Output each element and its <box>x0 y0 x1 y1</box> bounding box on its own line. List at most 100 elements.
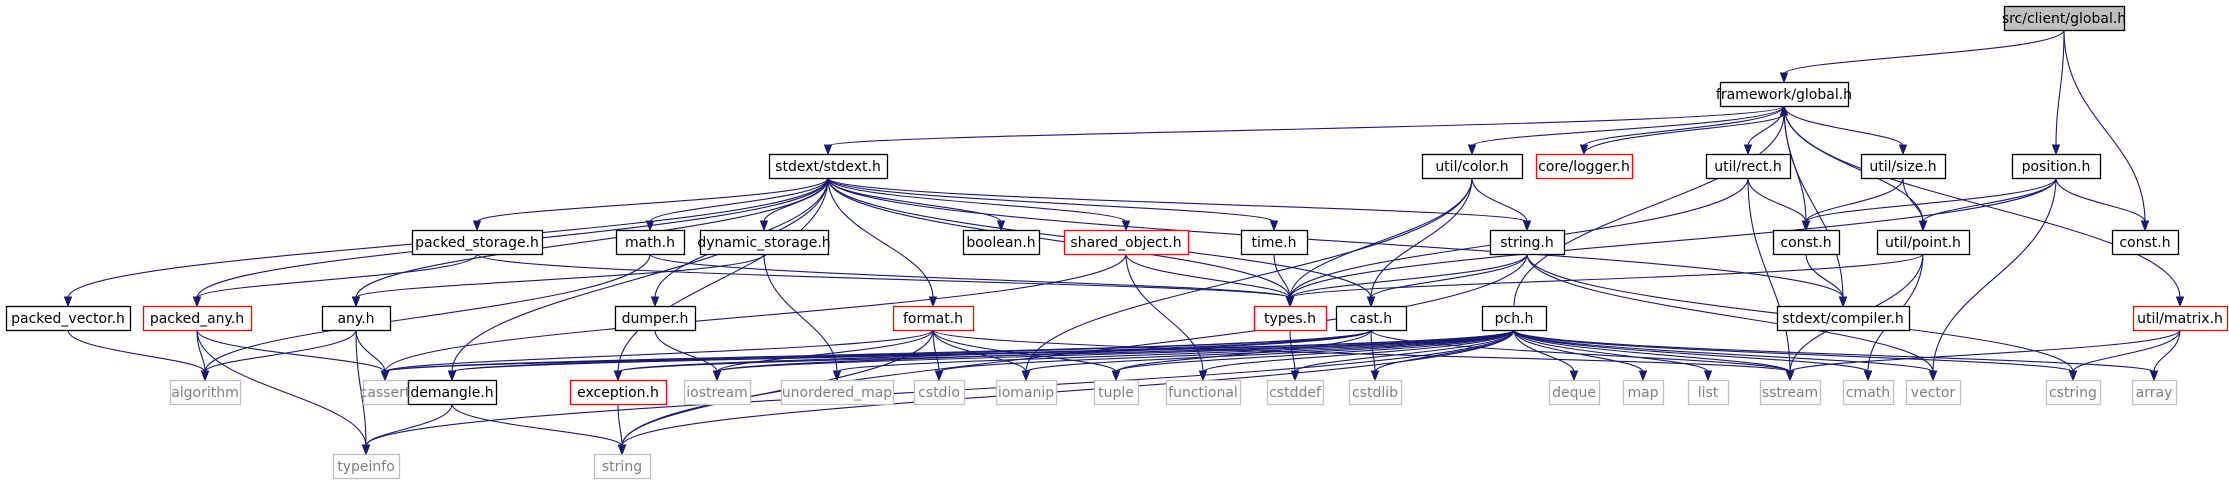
node-deque[interactable]: deque <box>1548 379 1601 406</box>
node-typeinfo[interactable]: typeinfo <box>332 453 401 480</box>
node-box <box>892 305 975 332</box>
edge-util_rect-to-const_m <box>1747 177 1811 232</box>
edge-stdext-to-packed_storage <box>472 177 829 232</box>
edge-fw_global-to-core_logger <box>1579 105 1785 156</box>
node-position[interactable]: position.h <box>2011 153 2102 180</box>
node-packed-storage[interactable]: packed_storage.h <box>411 229 544 256</box>
edge-packed_storage-to-types <box>476 253 1295 308</box>
edge-fw_global-to-util_matrix <box>1783 105 2185 308</box>
node-box <box>2132 305 2229 332</box>
node-cmath[interactable]: cmath <box>1842 379 1895 406</box>
node-array[interactable]: array <box>2131 379 2178 406</box>
node-exception[interactable]: exception.h <box>569 379 668 406</box>
node-src-global[interactable]: src/client/global.h <box>2002 5 2126 32</box>
node-iomanip[interactable]: iomanip <box>995 379 1058 406</box>
node-label: string <box>602 459 642 475</box>
node-string[interactable]: string <box>593 453 652 480</box>
node-cassert[interactable]: cassert <box>360 379 411 406</box>
node-label: vector <box>1911 385 1956 401</box>
node-util-size[interactable]: util/size.h <box>1860 153 1947 180</box>
node-algorithm[interactable]: algorithm <box>169 379 242 406</box>
node-util-color[interactable]: util/color.h <box>1421 153 1524 180</box>
edge-packed_storage-to-packed_any <box>192 253 478 308</box>
node-packed-any[interactable]: packed_any.h <box>142 305 253 332</box>
node-box <box>321 305 392 332</box>
node-label: unordered_map <box>782 385 892 401</box>
node-packed-vector[interactable]: packed_vector.h <box>5 305 132 332</box>
node-box <box>913 379 966 406</box>
node-box <box>1776 305 1911 332</box>
node-label: functional <box>1168 385 1238 401</box>
node-util-rect[interactable]: util/rect.h <box>1705 153 1792 180</box>
node-box <box>962 229 1041 256</box>
node-cstddef[interactable]: cstddef <box>1266 379 1325 406</box>
node-types[interactable]: types.h <box>1253 305 1328 332</box>
node-box <box>1535 153 1634 180</box>
edge-stdext-to-math <box>645 177 829 232</box>
node-any[interactable]: any.h <box>321 305 392 332</box>
edge-pch-to-unordered_map <box>832 329 1515 382</box>
edge-time-to-types <box>1273 253 1295 308</box>
node-sstream[interactable]: sstream <box>1759 379 1822 406</box>
edge-pch-to-tuple <box>1111 329 1515 382</box>
node-core-logger[interactable]: core/logger.h <box>1535 153 1634 180</box>
node-box <box>2131 379 2178 406</box>
node-stdext[interactable]: stdext/stdext.h <box>768 153 889 180</box>
node-label: algorithm <box>171 385 239 401</box>
node-shared-object[interactable]: shared_object.h <box>1063 229 1190 256</box>
node-pch[interactable]: pch.h <box>1481 305 1548 332</box>
node-cstdlib[interactable]: cstdlib <box>1348 379 1403 406</box>
node-label: boolean.h <box>966 235 1035 251</box>
node-label: iostream <box>686 385 748 401</box>
node-unordered-map[interactable]: unordered_map <box>780 379 895 406</box>
node-label: sstream <box>1762 385 1818 401</box>
edge-pch-to-iostream <box>712 329 1515 382</box>
edge-position-to-const_m <box>1801 177 2057 232</box>
node-stdext-compiler[interactable]: stdext/compiler.h <box>1776 305 1911 332</box>
node-functional[interactable]: functional <box>1165 379 1242 406</box>
edge-pch-to-cstdio <box>934 329 1515 382</box>
node-label: pch.h <box>1495 311 1534 327</box>
node-const-m[interactable]: const.h <box>1772 229 1841 256</box>
edge-pch-to-cmath <box>1513 329 1873 382</box>
node-math[interactable]: math.h <box>615 229 686 256</box>
edge-stdext-to-format <box>827 177 938 308</box>
node-tuple[interactable]: tuple <box>1093 379 1140 406</box>
node-label: core/logger.h <box>1538 159 1630 175</box>
node-string-h[interactable]: string.h <box>1489 229 1566 256</box>
node-const-r[interactable]: const.h <box>2111 229 2180 256</box>
node-demangle[interactable]: demangle.h <box>407 379 498 406</box>
node-box <box>411 229 544 256</box>
node-label: cassert <box>360 385 411 401</box>
node-label: any.h <box>337 311 374 327</box>
node-dumper[interactable]: dumper.h <box>614 305 697 332</box>
node-util-matrix[interactable]: util/matrix.h <box>2132 305 2229 332</box>
node-util-point[interactable]: util/point.h <box>1876 229 1971 256</box>
node-label: util/point.h <box>1885 235 1961 251</box>
node-box <box>1266 379 1325 406</box>
node-time[interactable]: time.h <box>1240 229 1309 256</box>
node-format[interactable]: format.h <box>892 305 975 332</box>
node-vector[interactable]: vector <box>1905 379 1962 406</box>
edge-string_h-to-types <box>1285 253 1528 308</box>
node-label: string.h <box>1500 235 1554 251</box>
node-label: util/size.h <box>1869 159 1936 175</box>
node-label: cstddef <box>1269 385 1322 401</box>
node-cstring[interactable]: cstring <box>2045 379 2102 406</box>
node-boolean[interactable]: boolean.h <box>962 229 1041 256</box>
node-dynamic-storage[interactable]: dynamic_storage.h <box>697 229 831 256</box>
node-label: util/color.h <box>1435 159 1508 175</box>
node-cstdio[interactable]: cstdio <box>913 379 966 406</box>
node-iostream[interactable]: iostream <box>683 379 752 406</box>
node-list[interactable]: list <box>1687 379 1730 406</box>
node-box <box>1093 379 1140 406</box>
edge-util_point-to-types <box>1285 253 1924 308</box>
node-label: array <box>2136 385 2173 401</box>
edge-packed_vector-to-algorithm <box>67 329 210 382</box>
edge-pch-to-exception <box>613 329 1515 382</box>
node-map[interactable]: map <box>1622 379 1665 406</box>
node-fw-global[interactable]: framework/global.h <box>1716 81 1852 108</box>
node-cast[interactable]: cast.h <box>1335 305 1408 332</box>
node-box <box>2011 153 2102 180</box>
